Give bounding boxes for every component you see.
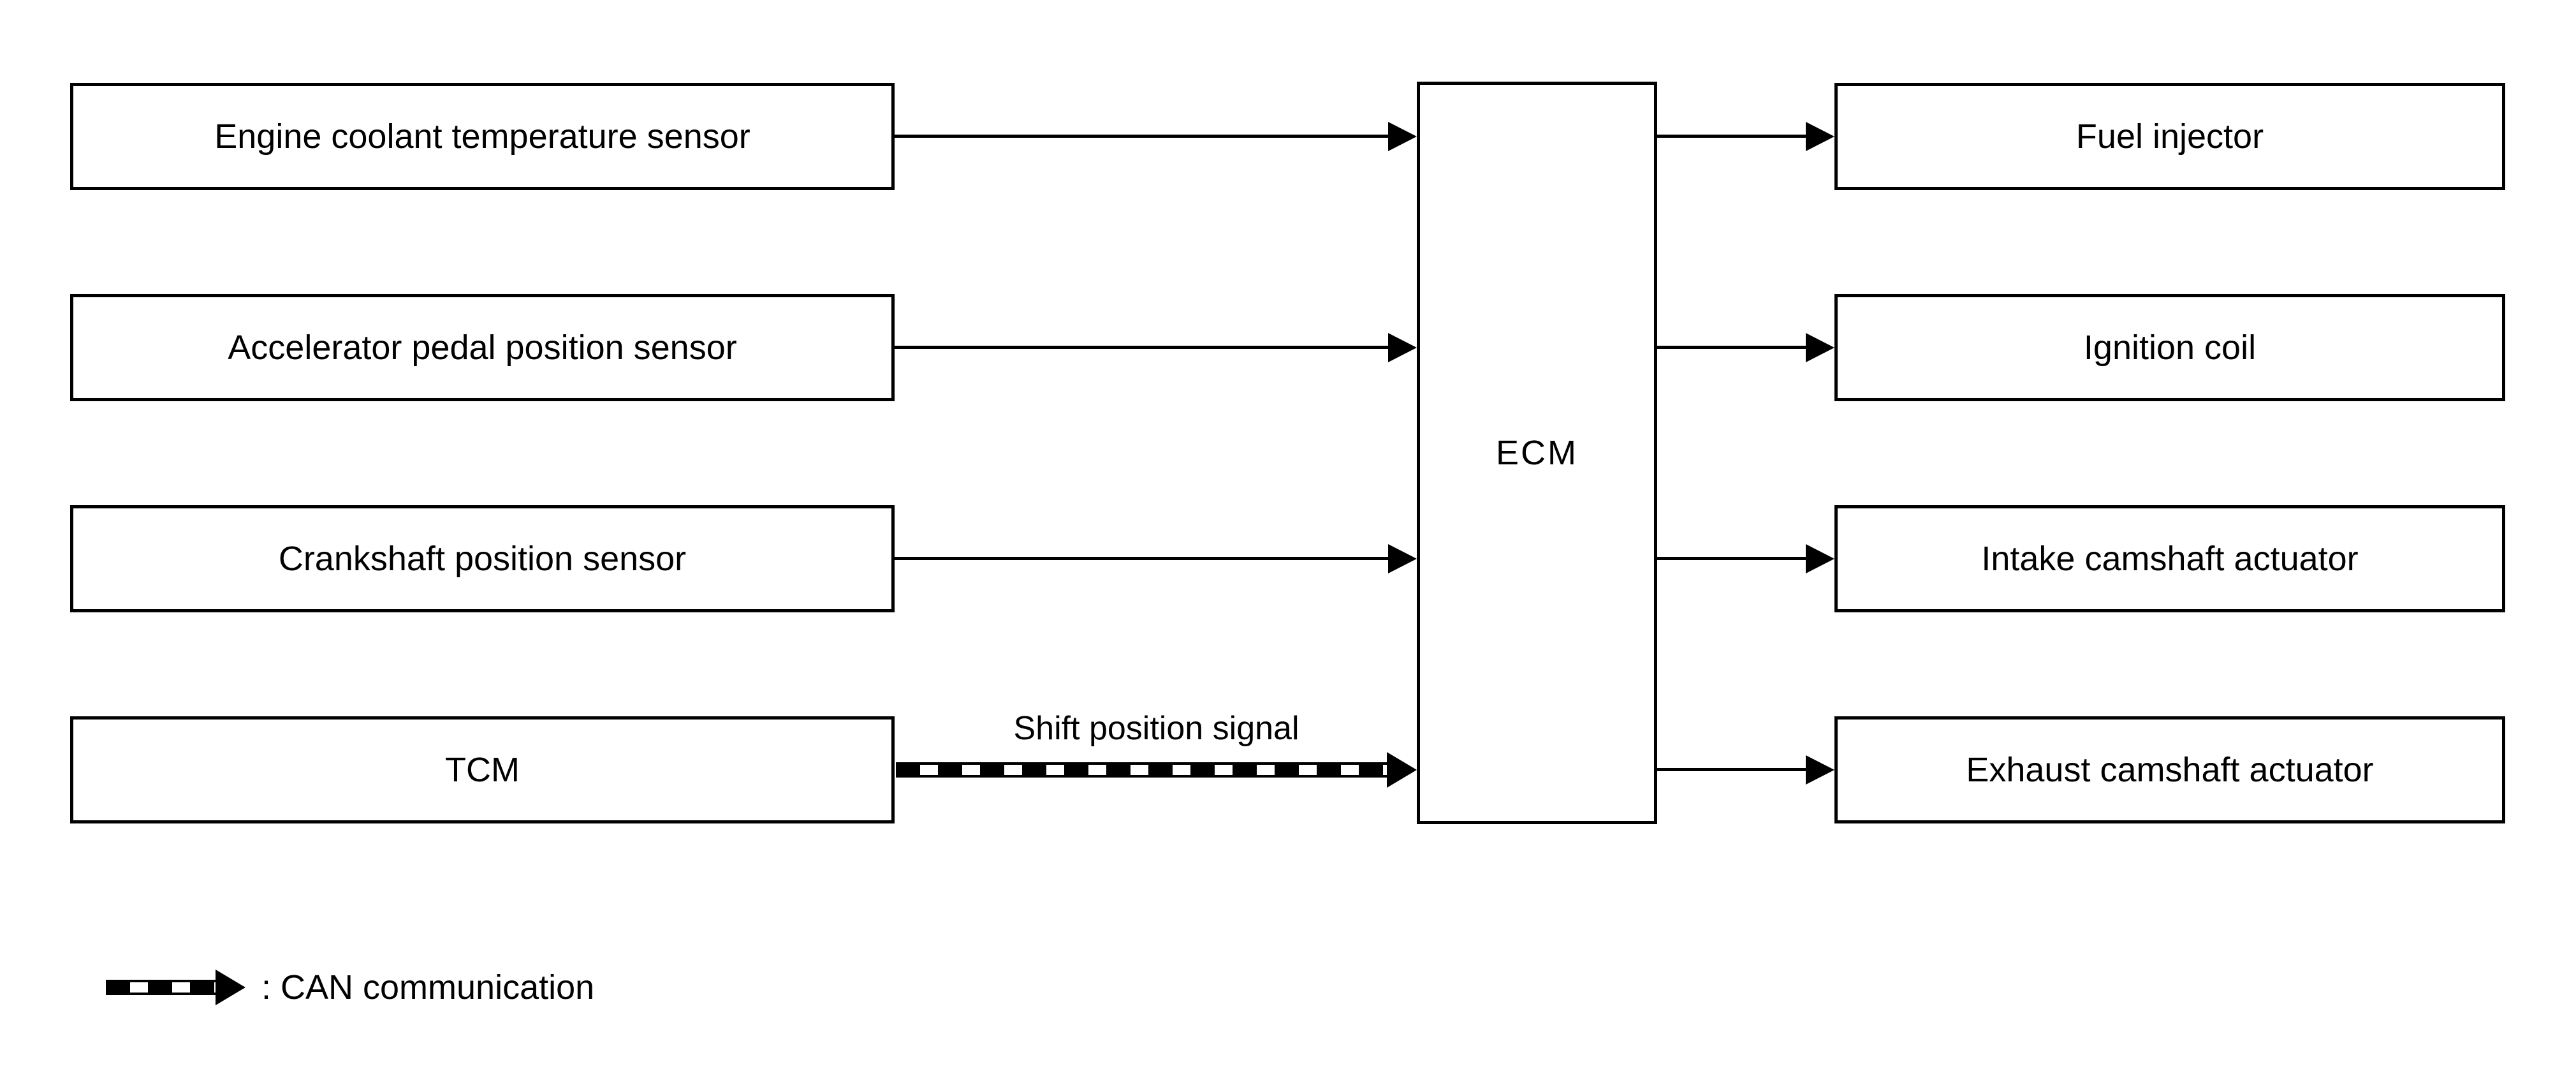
- arrow-line-accelerator-sensor-to-ecm: [895, 346, 1388, 349]
- box-label: ECM: [1496, 434, 1578, 472]
- can-arrowhead-icon: [216, 970, 245, 1005]
- arrow-line-ecm-to-ignition-coil: [1657, 346, 1806, 349]
- arrow-line-ecm-to-exhaust-camshaft: [1657, 768, 1806, 771]
- box-ignition-coil: Ignition coil: [1834, 294, 2505, 401]
- arrowhead-icon: [1806, 755, 1834, 785]
- arrow-line-coolant-sensor-to-ecm: [895, 135, 1388, 138]
- box-tcm: TCM: [70, 716, 895, 823]
- arrowhead-icon: [1388, 544, 1417, 573]
- arrowhead-icon: [1388, 122, 1417, 151]
- box-engine-coolant-temperature-sensor: Engine coolant temperature sensor: [70, 83, 895, 190]
- arrow-line-ecm-to-fuel-injector: [1657, 135, 1806, 138]
- box-label: Exhaust camshaft actuator: [1966, 751, 2374, 789]
- arrowhead-icon: [1806, 544, 1834, 573]
- arrowhead-icon: [1806, 122, 1834, 151]
- legend-label: : CAN communication: [261, 968, 595, 1007]
- box-label: TCM: [445, 751, 520, 789]
- box-accelerator-pedal-position-sensor: Accelerator pedal position sensor: [70, 294, 895, 401]
- can-arrowhead-icon: [1387, 752, 1417, 788]
- can-arrow-line-tcm-to-ecm: [896, 762, 1387, 778]
- box-fuel-injector: Fuel injector: [1834, 83, 2505, 190]
- box-label: Intake camshaft actuator: [1981, 540, 2359, 578]
- can-arrow-label: Shift position signal: [1013, 710, 1299, 747]
- box-label: Ignition coil: [2083, 328, 2257, 367]
- box-ecm: ECM: [1417, 82, 1657, 824]
- arrow-line-ecm-to-intake-camshaft: [1657, 557, 1806, 560]
- arrowhead-icon: [1388, 333, 1417, 362]
- box-intake-camshaft-actuator: Intake camshaft actuator: [1834, 505, 2505, 612]
- box-label: Fuel injector: [2075, 117, 2264, 156]
- arrow-line-crankshaft-sensor-to-ecm: [895, 557, 1388, 560]
- box-label: Engine coolant temperature sensor: [214, 117, 750, 156]
- box-exhaust-camshaft-actuator: Exhaust camshaft actuator: [1834, 716, 2505, 823]
- box-label: Accelerator pedal position sensor: [228, 328, 737, 367]
- box-crankshaft-position-sensor: Crankshaft position sensor: [70, 505, 895, 612]
- can-striped-arrow-icon: [106, 980, 216, 995]
- arrowhead-icon: [1806, 333, 1834, 362]
- box-label: Crankshaft position sensor: [278, 540, 687, 578]
